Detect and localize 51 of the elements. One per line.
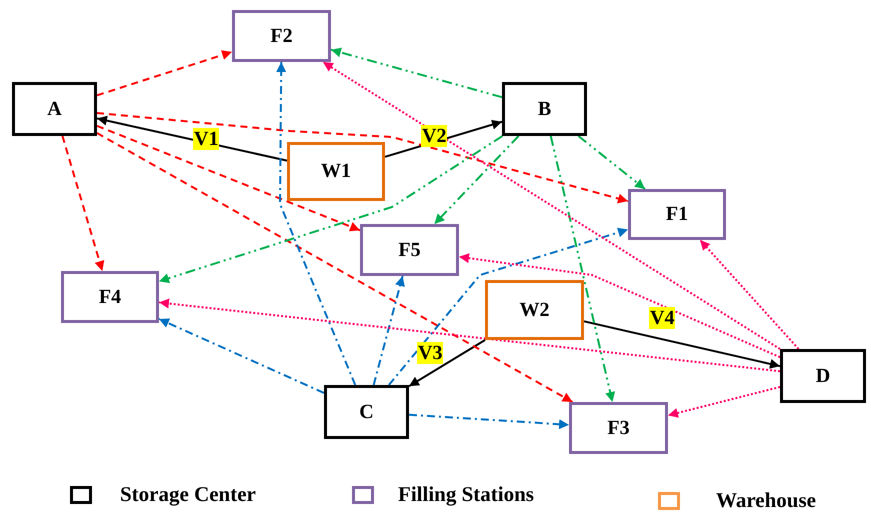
legend-label: Filling Stations (398, 482, 534, 507)
arrow (96, 124, 360, 232)
edge-label: V3 (417, 342, 444, 364)
filling-station-box (628, 189, 726, 240)
arrow (699, 239, 800, 350)
edge-label: V4 (649, 307, 676, 329)
node-label: W1 (321, 160, 351, 183)
arrow (158, 318, 324, 394)
arrow (158, 135, 504, 284)
arrow (158, 298, 780, 372)
legend-label: Warehouse (716, 488, 816, 513)
filling-station-box (232, 10, 331, 62)
filling-station-box (61, 271, 159, 323)
storage-center-box (780, 349, 866, 403)
arrow (330, 48, 502, 98)
node-label: D (816, 364, 830, 388)
arrow (668, 386, 780, 418)
node-label: F4 (98, 286, 122, 308)
edge-label: V2 (421, 125, 448, 147)
node-label: F2 (270, 24, 293, 48)
node-label: W2 (520, 298, 550, 322)
arrow (434, 135, 520, 225)
arrow (584, 320, 780, 369)
filling-station-box (360, 224, 459, 276)
arrow (408, 414, 570, 430)
arrow (458, 253, 780, 358)
arrow (578, 135, 646, 190)
warehouse-box (485, 280, 584, 340)
filling-station-box (569, 402, 668, 454)
arrow (322, 61, 781, 350)
storage-center-box (502, 82, 587, 136)
warehouse-box (287, 142, 385, 201)
storage-center-box (12, 82, 97, 136)
node-label: A (47, 98, 62, 120)
arrow (62, 136, 104, 272)
arrow (388, 228, 628, 386)
edge-label: V1 (193, 128, 220, 150)
arrow (408, 339, 486, 388)
node-label: F3 (607, 416, 630, 440)
node-label: B (538, 98, 552, 120)
arrow (372, 276, 405, 386)
arrow (276, 62, 356, 386)
node-label: F5 (398, 238, 421, 262)
arrow (96, 50, 232, 96)
legend-label: Storage Center (120, 482, 256, 507)
node-label: F1 (666, 203, 688, 226)
arrow (550, 136, 616, 402)
arrow (96, 132, 574, 403)
node-label: C (359, 400, 374, 424)
storage-center-box (324, 385, 409, 439)
arrow (96, 112, 628, 204)
